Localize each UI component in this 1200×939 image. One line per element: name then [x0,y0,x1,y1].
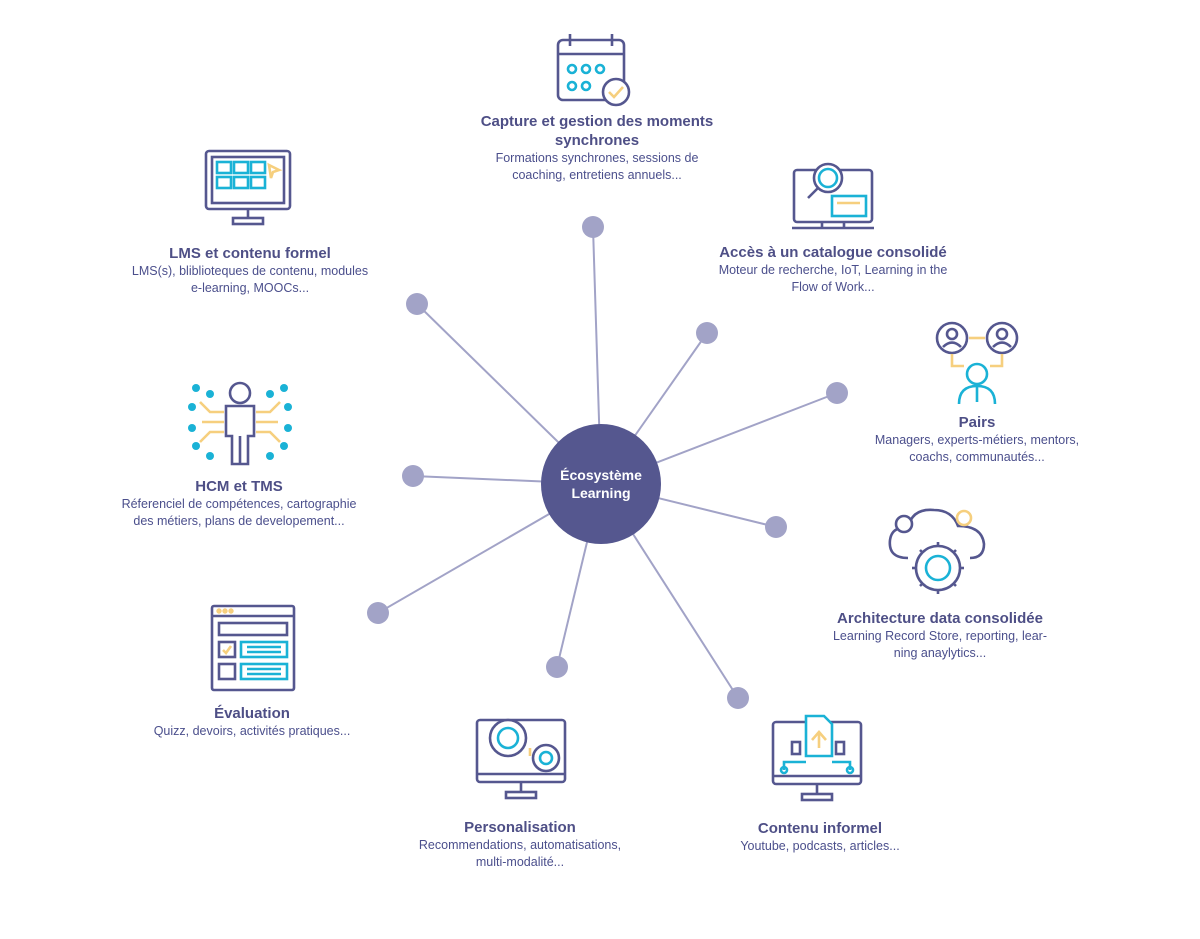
form-icon [210,604,296,692]
node-catalogue: Accès à un catalogue consolidé Moteur de… [683,243,983,296]
monitor-grid-icon [204,149,292,226]
node-title: Personalisation [382,818,658,837]
node-title: Capture et gestion des moments synchrone… [447,112,747,150]
node-desc-line: Managers, experts-métiers, mentors, [874,433,1080,447]
node-description: Learning Record Store, reporting, lear- … [800,628,1080,662]
node-title: Pairs [837,413,1117,432]
node-desc-line: coachs, communautés... [909,450,1045,464]
node-title-line: Personalisation [464,819,576,836]
node-desc-line: ning anaylytics... [893,646,987,660]
node-desc-line: Réferenciel de compétences, cartographie [121,497,357,511]
node-informel: Contenu informel Youtube, podcasts, arti… [695,819,945,855]
node-title: Évaluation [112,704,392,723]
node-title-line: Contenu informel [757,820,883,837]
node-title: Accès à un catalogue consolidé [683,243,983,262]
node-desc-line: e-learning, MOOCs... [190,281,310,295]
person-network-icon [188,381,292,466]
node-description: Réferenciel de compétences, cartographie… [85,496,393,530]
node-description: Formations synchrones, sessions de coach… [447,150,747,184]
node-title-line: synchrones [554,132,640,149]
node-title-line: Capture et gestion des moments [480,113,714,130]
node-title-line: HCM et TMS [195,478,283,495]
center-hub [541,424,661,544]
node-title: Architecture data consolidée [800,609,1080,628]
node-title: HCM et TMS [85,477,393,496]
center-label-line1: Écosystème [560,467,642,483]
node-title-line: Pairs [958,414,996,431]
spoke-endpoint-dot [727,687,749,709]
spoke-endpoint-dot [696,322,718,344]
node-title-line: Accès à un catalogue consolidé [719,244,947,261]
node-personalisation: Personalisation Recommendations, automat… [382,818,658,871]
node-desc-line: Youtube, podcasts, articles... [740,839,900,853]
node-title: Contenu informel [695,819,945,838]
node-hcm: HCM et TMS Réferenciel de compétences, c… [85,477,393,530]
spoke-endpoint-dot [582,216,604,238]
node-desc-line: Learning Record Store, reporting, lear- [832,629,1047,643]
node-description: LMS(s), bliblioteques de contenu, module… [100,263,400,297]
node-evaluation: Évaluation Quizz, devoirs, activités pra… [112,704,392,740]
node-title-line: Architecture data consolidée [837,610,1043,627]
node-title-line: Évaluation [214,705,290,722]
spoke-endpoint-dot [765,516,787,538]
node-description: Youtube, podcasts, articles... [695,838,945,855]
node-description: Moteur de recherche, IoT, Learning in th… [683,262,983,296]
spoke-endpoint-dot [546,656,568,678]
node-pairs: Pairs Managers, experts-métiers, mentors… [837,413,1117,466]
center-label-line2: Learning [571,485,631,501]
cloud-gears-icon [888,508,986,594]
spoke-endpoint-dot [826,382,848,404]
node-desc-line: Recommendations, automatisations, [418,838,622,852]
node-title-line: LMS et contenu formel [169,245,331,262]
node-lms: LMS et contenu formel LMS(s), bliblioteq… [100,244,400,297]
spoke-endpoint-dot [406,293,428,315]
node-desc-line: Quizz, devoirs, activités pratiques... [153,724,351,738]
node-desc-line: Formations synchrones, sessions de [495,151,699,165]
spoke-endpoint-dot [402,465,424,487]
monitor-document-icon [771,714,863,802]
laptop-search-icon [792,162,874,230]
node-title: LMS et contenu formel [100,244,400,263]
calendar-icon [556,34,631,107]
node-desc-line: Moteur de recherche, IoT, Learning in th… [718,263,948,277]
node-desc-line: des métiers, plans de developement... [133,514,345,528]
center-label: Écosystème Learning [541,424,661,544]
node-capture: Capture et gestion des moments synchrone… [447,112,747,184]
monitor-gears-icon [475,718,567,800]
node-description: Managers, experts-métiers, mentors, coac… [837,432,1117,466]
node-description: Quizz, devoirs, activités pratiques... [112,723,392,740]
spoke-endpoint-dot [367,602,389,624]
node-desc-line: Flow of Work... [791,280,875,294]
node-architecture: Architecture data consolidée Learning Re… [800,609,1080,662]
node-description: Recommendations, automatisations, multi-… [382,837,658,871]
peers-icon [935,321,1019,405]
node-desc-line: multi-modalité... [475,855,565,869]
node-desc-line: coaching, entretiens annuels... [512,168,682,182]
node-desc-line: LMS(s), bliblioteques de contenu, module… [131,264,369,278]
